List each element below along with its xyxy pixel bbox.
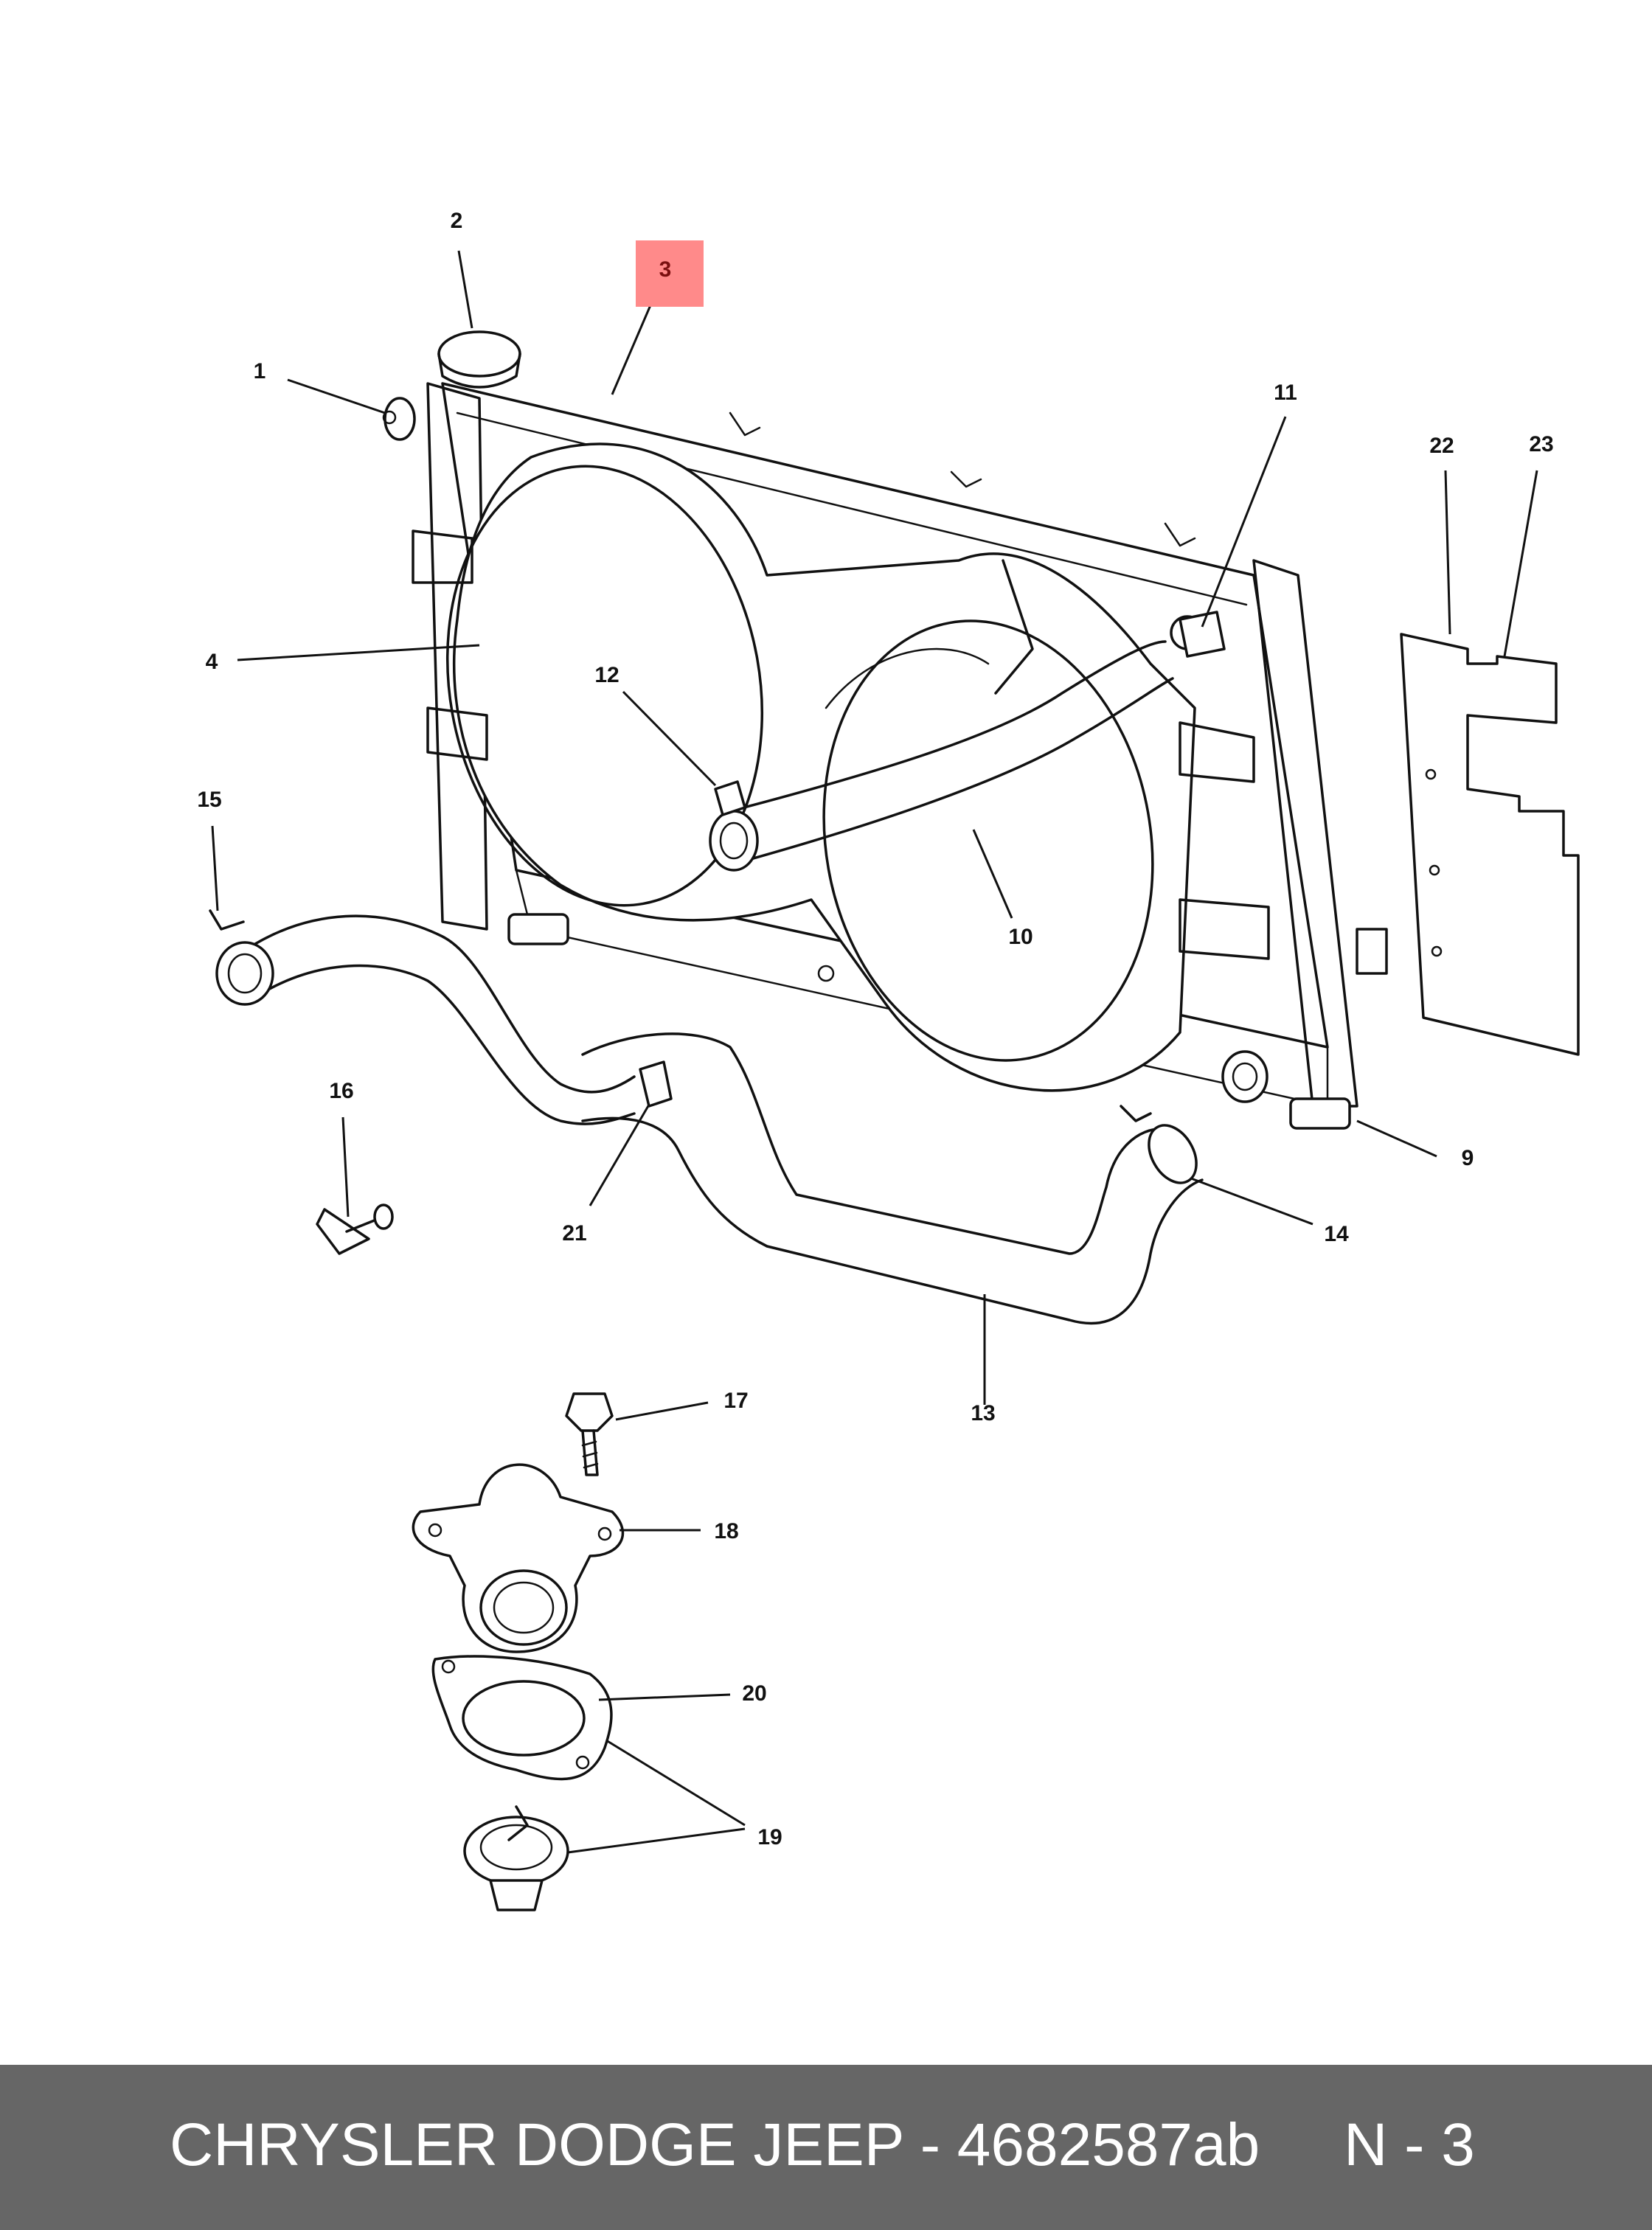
callout-23: 23 bbox=[1529, 432, 1553, 456]
mounting-bolt-16 bbox=[316, 1203, 394, 1255]
callout-22: 22 bbox=[1429, 434, 1454, 458]
hose-clamp-21 bbox=[639, 1060, 673, 1108]
thermostat-gasket bbox=[431, 1655, 613, 1781]
leader-lines bbox=[211, 250, 1538, 1854]
callout-20: 20 bbox=[742, 1681, 766, 1706]
callout-3: 3 bbox=[659, 257, 672, 282]
callout-15: 15 bbox=[197, 788, 221, 812]
radiator-cap bbox=[437, 330, 521, 389]
housing-bolt-17 bbox=[565, 1392, 614, 1476]
callout-21: 21 bbox=[562, 1221, 586, 1246]
air-seal-bracket bbox=[1400, 633, 1580, 1056]
callout-18: 18 bbox=[714, 1519, 738, 1543]
callout-10: 10 bbox=[1008, 925, 1032, 949]
callout-1: 1 bbox=[254, 359, 266, 383]
callout-17: 17 bbox=[723, 1389, 748, 1413]
callout-16: 16 bbox=[329, 1079, 353, 1103]
outlet-fitting bbox=[1221, 1050, 1268, 1103]
hose-clamp-11 bbox=[1179, 611, 1226, 658]
callout-14: 14 bbox=[1324, 1222, 1349, 1246]
lower-hose bbox=[209, 909, 636, 1125]
thermostat bbox=[463, 1805, 569, 1911]
footer-part-number: CHRYSLER DODGE JEEP - 4682587ab N - 3 bbox=[170, 2111, 1475, 2178]
callout-9: 9 bbox=[1462, 1146, 1474, 1170]
cooling-system-diagram: 1 2 3 4 9 10 11 12 13 14 15 16 17 18 19 … bbox=[197, 209, 1580, 1911]
callout-labels: 1 2 3 4 9 10 11 12 13 14 15 16 17 18 19 … bbox=[197, 209, 1553, 1849]
thermostat-housing bbox=[412, 1463, 625, 1653]
footer-bar bbox=[0, 2065, 1652, 2230]
callout-3-highlight bbox=[636, 240, 704, 307]
callout-12: 12 bbox=[594, 663, 619, 687]
callout-11: 11 bbox=[1274, 381, 1297, 405]
upper-hose bbox=[581, 1032, 1204, 1325]
callout-4: 4 bbox=[206, 650, 218, 674]
callout-2: 2 bbox=[451, 209, 463, 233]
fan-shroud bbox=[412, 442, 1388, 1092]
callout-19: 19 bbox=[757, 1825, 782, 1849]
drain-petcock bbox=[382, 397, 416, 441]
callout-13: 13 bbox=[971, 1401, 995, 1425]
hose-clamp-12 bbox=[714, 780, 746, 816]
